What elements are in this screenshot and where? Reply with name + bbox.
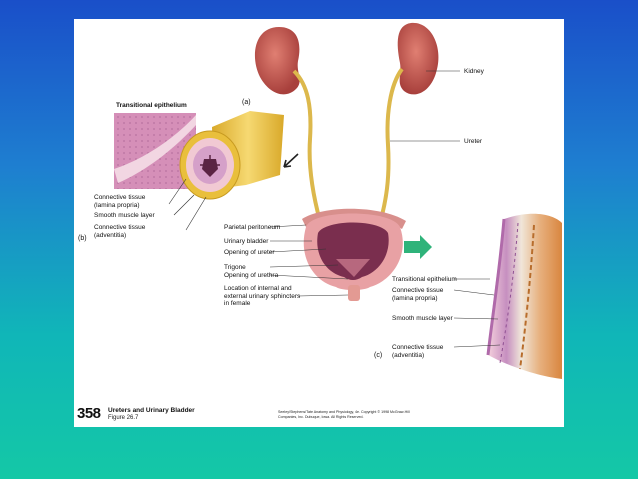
diagram-slide: Transitional epithelium Connective tissu… xyxy=(74,19,564,427)
a-label-trigone: Trigone xyxy=(224,264,246,271)
bladder-wall-section xyxy=(488,213,562,379)
a-label-opening-of-urethra: Opening of urethra xyxy=(224,272,279,279)
green-arrow xyxy=(404,235,432,259)
a-label-ureter: Ureter xyxy=(464,138,483,145)
c-label-lamina-propria: Connective tissue (lamina propria) xyxy=(392,287,444,302)
a-label-parietal-peritoneum: Parietal peritoneum xyxy=(224,224,281,231)
c-label-smooth-muscle: Smooth muscle layer xyxy=(392,315,453,322)
pointer-arrow xyxy=(283,153,299,168)
left-kidney xyxy=(254,27,300,95)
b-label-transitional-epithelium: Transitional epithelium xyxy=(116,102,187,109)
trigone xyxy=(336,259,370,277)
right-ureter xyxy=(378,67,404,224)
page-number: 358 xyxy=(77,405,101,422)
urethra xyxy=(348,285,360,301)
parietal-peritoneum xyxy=(302,208,406,229)
panel-b-letter: (b) xyxy=(78,235,87,242)
panel-c-letter: (c) xyxy=(374,352,383,359)
bladder-inner xyxy=(317,222,389,280)
anatomy-illustration xyxy=(114,22,562,379)
b-label-adventitia: Connective tissue (adventitia) xyxy=(94,224,146,239)
a-label-opening-of-ureter: Opening of ureter xyxy=(224,249,275,256)
b-label-smooth-muscle: Smooth muscle layer xyxy=(94,212,155,219)
c-label-adventitia: Connective tissue (adventitia) xyxy=(392,344,444,359)
a-label-sphincters: Location of internal and external urinar… xyxy=(224,285,301,307)
leader-lines xyxy=(168,70,501,348)
chapter-title: Ureters and Urinary Bladder xyxy=(108,407,195,414)
a-label-urinary-bladder: Urinary bladder xyxy=(224,238,269,245)
copyright-credit: Seeley/Stephens/Tate Anatomy and Physiol… xyxy=(278,410,410,419)
b-label-lamina-propria: Connective tissue (lamina propria) xyxy=(94,194,146,209)
figure-number: Figure 26.7 xyxy=(108,415,139,421)
c-label-transitional-epithelium: Transitional epithelium xyxy=(392,276,457,283)
panel-a-letter: (a) xyxy=(242,99,251,106)
left-ureter xyxy=(292,69,322,222)
a-label-kidney: Kidney xyxy=(464,68,484,75)
right-kidney xyxy=(397,22,439,95)
